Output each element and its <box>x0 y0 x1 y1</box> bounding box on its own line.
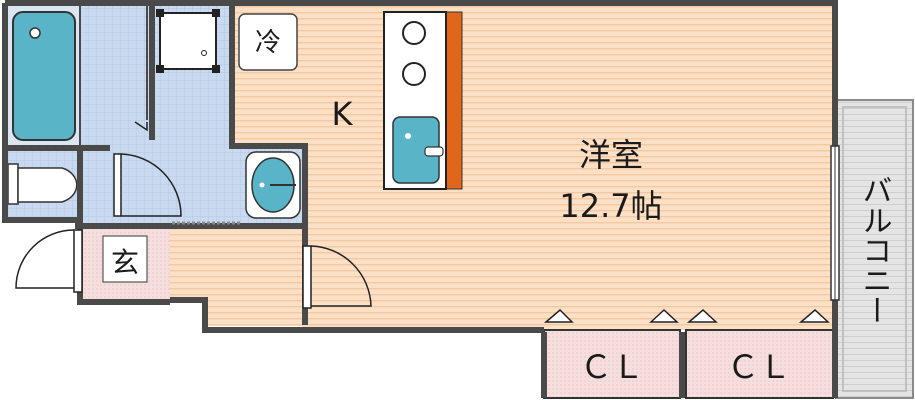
closet-right-label: ＣＬ <box>727 348 791 386</box>
balcony-label: バルコニー <box>857 175 892 325</box>
entrance <box>80 228 170 300</box>
wash-basin <box>245 151 301 219</box>
fridge-space <box>238 13 298 71</box>
toilet <box>7 163 78 205</box>
bathtub <box>8 6 80 146</box>
kitchen-counter <box>383 11 463 190</box>
closet-right <box>685 308 834 399</box>
main-floor <box>170 6 833 330</box>
stove-burner-icon <box>402 21 426 86</box>
drain-icon <box>29 27 41 39</box>
closet-left-label: ＣＬ <box>580 348 644 386</box>
western-room-size: 12.7帖 <box>559 187 662 225</box>
entrance-label: 玄 <box>111 246 139 279</box>
balcony-window <box>830 145 840 301</box>
closet-left <box>543 308 681 399</box>
fridge-label: 冷 <box>255 28 281 58</box>
washing-machine-space <box>156 9 220 73</box>
western-room-label: 洋室 <box>579 136 643 174</box>
balcony <box>835 99 914 399</box>
kitchen-label: K <box>332 95 354 133</box>
doors <box>15 121 372 309</box>
